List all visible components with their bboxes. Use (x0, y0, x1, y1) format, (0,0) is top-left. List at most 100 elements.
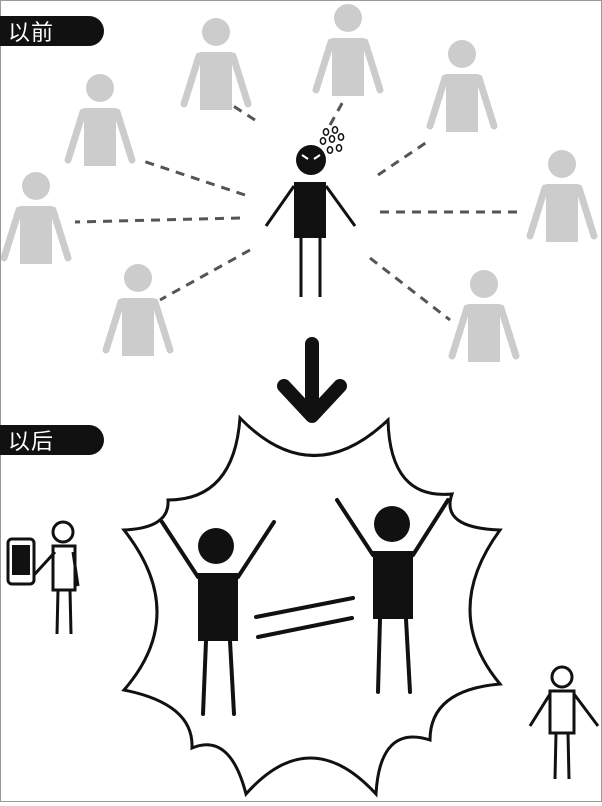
faded-person (526, 150, 598, 242)
faded-person-arm (497, 304, 520, 360)
faded-person (180, 18, 252, 110)
faded-person-head (22, 172, 50, 200)
cheering-person-left-leg (201, 639, 208, 716)
faded-person-head (548, 150, 576, 178)
phone-person-arm (71, 551, 80, 587)
dashed-links (74, 97, 520, 322)
central-person-arm (264, 185, 296, 227)
bystander-leg (553, 732, 558, 780)
sweat-drop (319, 137, 327, 145)
central-person-arm (324, 185, 357, 227)
before-label: 以前 (0, 16, 104, 46)
cheering-person-left-head (198, 528, 234, 564)
faded-person-arm (64, 108, 87, 164)
faded-person-arm (102, 298, 125, 354)
connection-lines (254, 596, 355, 639)
sweat-drop (322, 128, 330, 136)
smartphone-icon (6, 537, 36, 586)
faded-person-arm (475, 74, 498, 130)
down-arrow-icon (277, 337, 347, 423)
person-with-phone (32, 520, 80, 635)
faded-person (448, 270, 520, 362)
connection-line (254, 596, 355, 619)
faded-person-body (446, 74, 478, 132)
cheering-person-right-arm (335, 498, 375, 557)
dashed-link (369, 256, 451, 322)
faded-person (0, 172, 72, 264)
phone-person-arm (32, 550, 57, 577)
phone-screen (12, 545, 30, 575)
after-label: 以后 (0, 425, 104, 455)
faded-person-body (122, 298, 154, 356)
faded-person-head (470, 270, 498, 298)
dashed-link (328, 97, 347, 126)
cheering-person-left-leg (228, 639, 236, 716)
central-person-body (294, 182, 326, 238)
bystander-body (548, 689, 576, 735)
faded-person-head (124, 264, 152, 292)
phone-person-head (51, 520, 75, 544)
faded-person-arm (526, 184, 549, 240)
faded-person (312, 4, 384, 96)
faded-person-arm (49, 206, 72, 262)
dashed-link (74, 216, 241, 224)
dashed-link (159, 248, 251, 302)
bystander-person (528, 665, 600, 780)
cheering-person-right-arm (411, 498, 450, 557)
phone-frame (6, 537, 36, 586)
faded-person-arm (312, 38, 335, 94)
faded-person-arm (151, 298, 174, 354)
faded-person-arm (229, 52, 252, 108)
sweat-drop (328, 135, 336, 143)
cheering-person-left-arm (236, 520, 276, 579)
before-label-text: 以前 (8, 21, 55, 46)
faded-person (64, 74, 136, 166)
sweat-drop (337, 133, 345, 141)
faded-person-head (448, 40, 476, 68)
faded-person-arm (448, 304, 471, 360)
arrow-head (277, 379, 347, 423)
faded-person-arm (0, 206, 23, 262)
cheering-person-right (335, 498, 450, 694)
sweat-drop (326, 146, 334, 154)
dashed-link (377, 138, 431, 177)
dashed-link (223, 98, 256, 122)
burst-boundary (121, 414, 503, 798)
cheering-person-right-leg (376, 617, 382, 694)
phone-person-leg (68, 589, 73, 635)
after-label-text: 以后 (8, 430, 55, 455)
faded-person-arm (426, 74, 449, 130)
faded-person-head (86, 74, 114, 102)
faded-person-arm (575, 184, 598, 240)
bystander-head (550, 665, 574, 689)
sweat-drop (335, 144, 343, 152)
faded-person-body (546, 184, 578, 242)
faded-person-body (84, 108, 116, 166)
cheering-person-left-arm (160, 520, 200, 579)
sweat-drop (331, 126, 339, 134)
central-person-head (296, 145, 326, 175)
faded-person-arm (113, 108, 136, 164)
faded-person-body (20, 206, 52, 264)
phone-person-leg (55, 589, 60, 635)
worried-eyes (301, 154, 321, 160)
faded-person-arm (180, 52, 203, 108)
bystander-arm (572, 693, 600, 727)
cheering-person-right-head (374, 506, 410, 542)
faded-person-body (332, 38, 364, 96)
faded-person (426, 40, 498, 132)
bystander-arm (528, 693, 552, 727)
cheering-person-left-body (198, 573, 238, 641)
sweat-drops-icon (319, 126, 345, 154)
dashed-link (139, 158, 246, 197)
faded-person-head (334, 4, 362, 32)
central-person (264, 145, 357, 297)
cheering-person-left (160, 520, 276, 716)
cheering-person-right-leg (404, 617, 412, 694)
faded-person-body (468, 304, 500, 362)
faded-person-arm (361, 38, 384, 94)
faded-person-body (200, 52, 232, 110)
faded-person (102, 264, 174, 356)
connection-line (256, 616, 354, 639)
